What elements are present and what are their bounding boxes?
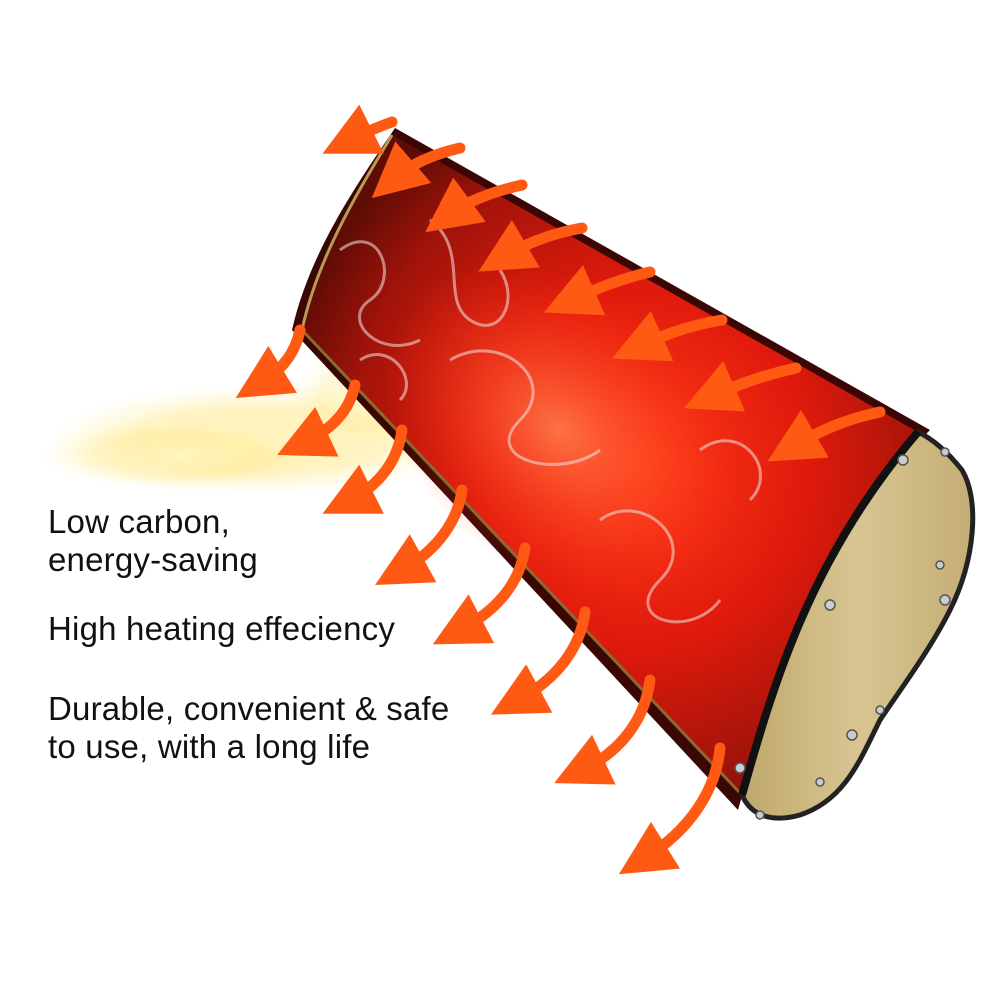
feature-line: High heating effeciency: [48, 610, 396, 647]
heat-arrow-icon: [554, 674, 656, 785]
feature-text-low-carbon: Low carbon, energy-saving: [48, 503, 258, 579]
screw-icon: [734, 447, 951, 820]
heat-arrow-icon: [375, 484, 468, 585]
smoke-wisp: [339, 218, 762, 624]
feature-text-heating-efficiency: High heating effeciency: [48, 610, 395, 648]
heat-arrow-icon: [543, 265, 656, 316]
heat-arrow-icon: [432, 542, 531, 645]
heat-arrow-icon: [235, 324, 306, 399]
heat-arrow-icon: [322, 424, 408, 514]
heat-arrow-icon: [767, 406, 886, 462]
heat-arrows-top: [322, 104, 886, 462]
heat-arrow-icon: [611, 310, 728, 362]
feature-line: Durable, convenient & safe: [48, 690, 450, 727]
heat-arrow-icon: [683, 361, 802, 412]
heat-arrow-icon: [277, 379, 361, 457]
feature-text-durable: Durable, convenient & safe to use, with …: [48, 690, 449, 766]
heat-arrow-icon: [371, 141, 466, 199]
heat-arrows-bottom: [235, 324, 726, 875]
feature-line: energy-saving: [48, 541, 258, 578]
heat-arrow-icon: [490, 606, 591, 715]
heat-arrow-icon: [478, 220, 588, 272]
heat-arrow-icon: [618, 742, 726, 875]
heat-arrow-icon: [322, 104, 398, 154]
heat-arrow-icon: [425, 177, 528, 233]
feature-line: to use, with a long life: [48, 728, 371, 765]
feature-line: Low carbon,: [48, 503, 230, 540]
